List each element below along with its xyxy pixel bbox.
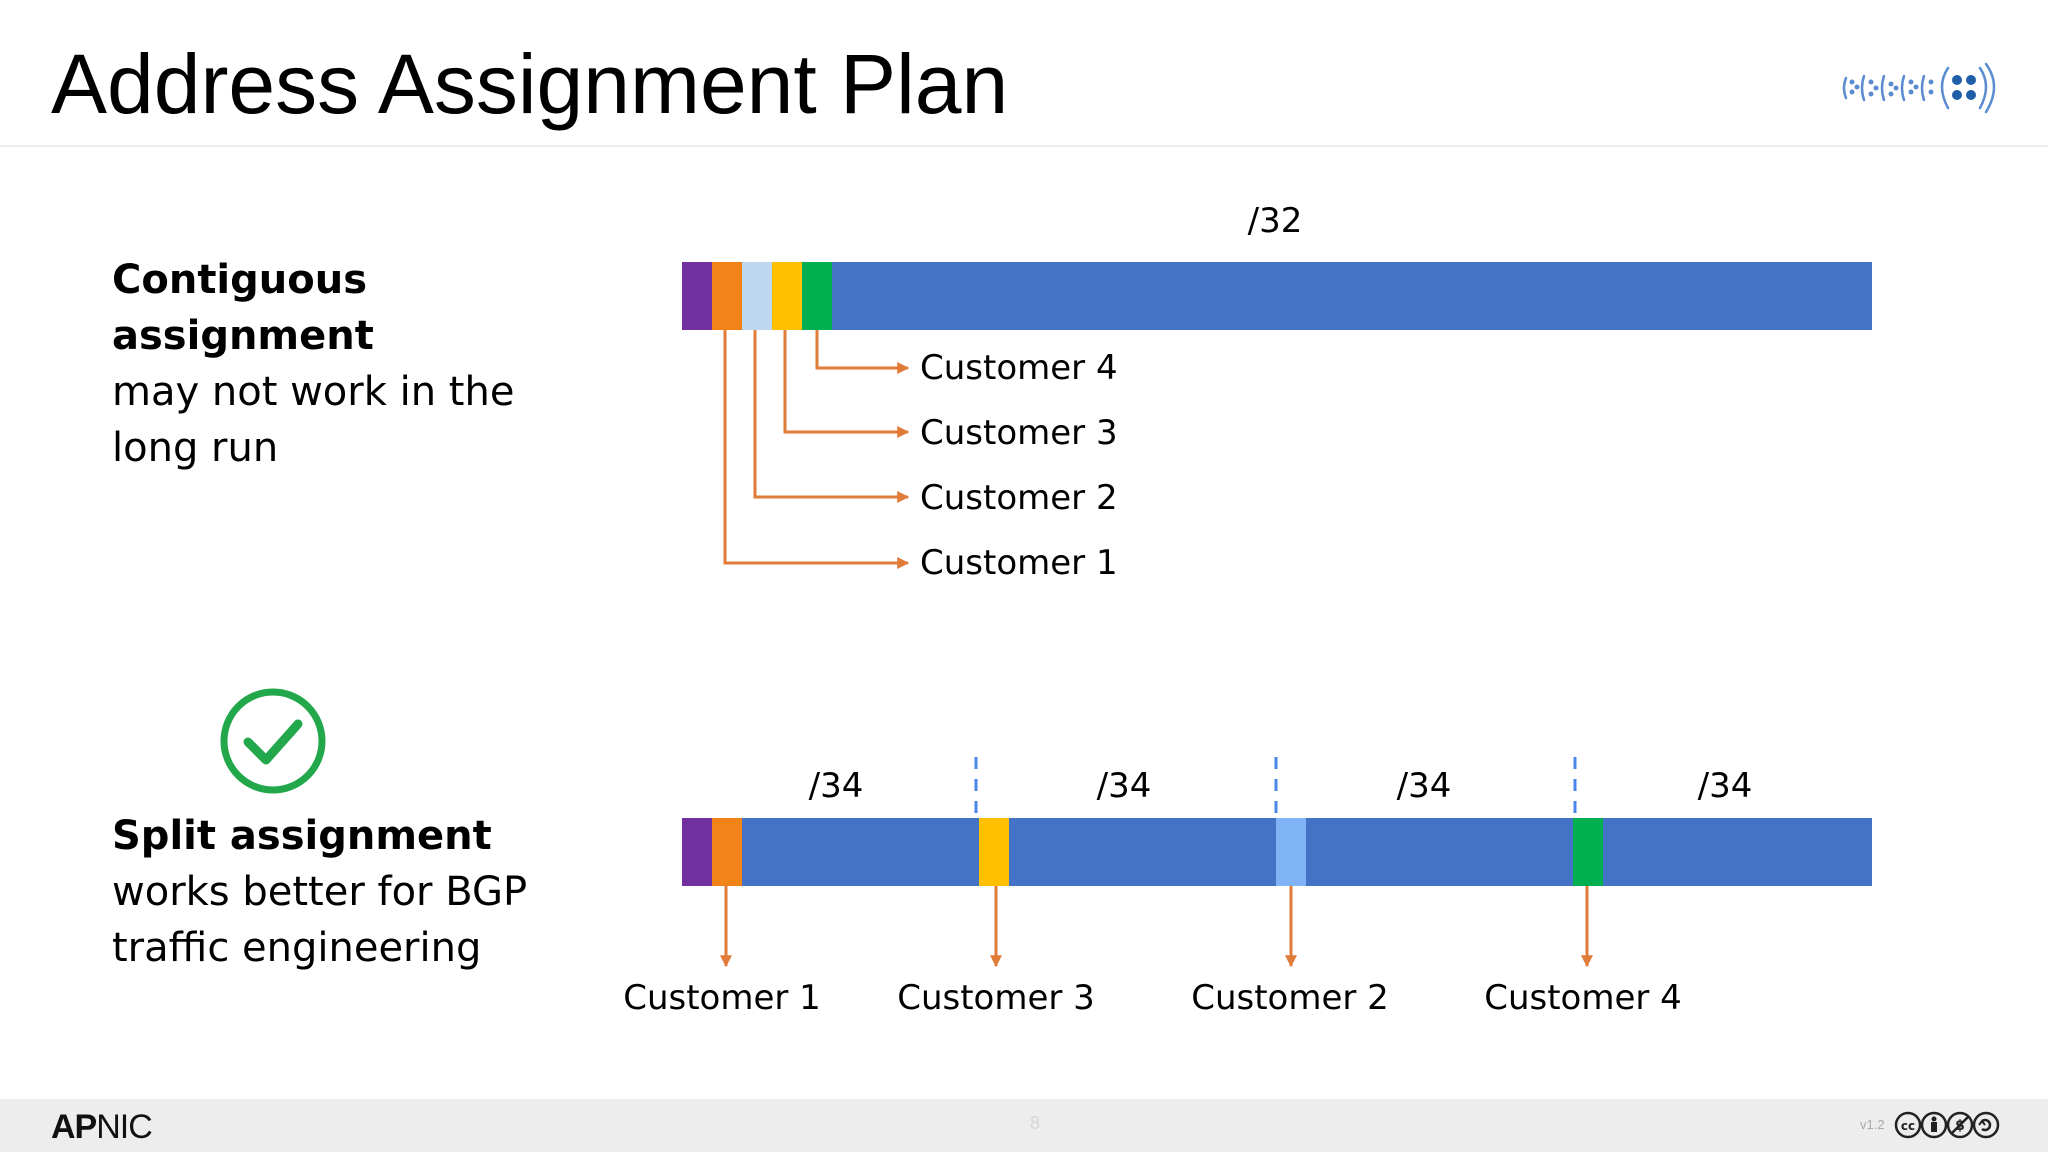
page-number: 8 xyxy=(1030,1113,1041,1133)
arrow-customer-4 xyxy=(815,330,910,374)
contiguous-customer-label: Customer 2 xyxy=(920,478,1118,518)
signal-logo-icon xyxy=(1842,62,1996,114)
split-block-customer-1 xyxy=(682,818,712,886)
contiguous-block-customer-2 xyxy=(712,262,742,330)
split-customer-label: Customer 4 xyxy=(1484,978,1682,1018)
title-divider xyxy=(0,145,2048,147)
split-block-customer-3 xyxy=(979,818,1009,886)
arrow-customer-3 xyxy=(783,330,910,438)
apnic-logo: APNIC xyxy=(51,1108,153,1146)
contiguous-bar xyxy=(682,262,1872,330)
contiguous-block-customer-3 xyxy=(742,262,772,330)
version-label: v1.2 xyxy=(1860,1117,1885,1132)
contiguous-block-customer-1 xyxy=(682,262,712,330)
prefix-label-32: /32 xyxy=(1248,201,1303,241)
contiguous-block-customer-5 xyxy=(802,262,832,330)
contiguous-customer-label: Customer 3 xyxy=(920,413,1118,453)
footer-bar: APNIC 8 v1.2 cc $ xyxy=(0,1099,2048,1152)
arrow-customer-2 xyxy=(753,330,910,503)
split-customer-label: Customer 2 xyxy=(1191,978,1389,1018)
segment-label-34: /34 xyxy=(1097,766,1152,806)
split-block-customer-4 xyxy=(1573,818,1603,886)
contiguous-heading: Contiguous assignment xyxy=(112,257,374,359)
split-description: Split assignment works better for BGP tra… xyxy=(112,808,632,976)
split-heading: Split assignment xyxy=(112,813,492,859)
creative-commons-icon: cc $ xyxy=(1894,1111,2000,1139)
contiguous-body: may not work in the long run xyxy=(112,369,515,471)
arrow-customer-1 xyxy=(723,330,910,569)
split-block-customer-1 xyxy=(712,818,742,886)
segment-label-34: /34 xyxy=(1397,766,1452,806)
page-title: Address Assignment Plan xyxy=(51,37,1009,131)
contiguous-block-customer-4 xyxy=(772,262,802,330)
split-body: works better for BGP traffic engineering xyxy=(112,869,528,971)
contiguous-customer-label: Customer 1 xyxy=(920,543,1118,583)
split-customer-label: Customer 1 xyxy=(623,978,821,1018)
svg-text:cc: cc xyxy=(1901,1119,1915,1133)
split-customer-label: Customer 3 xyxy=(897,978,1095,1018)
contiguous-customer-label: Customer 4 xyxy=(920,348,1118,388)
segment-label-34: /34 xyxy=(809,766,864,806)
split-block-customer-2 xyxy=(1276,818,1306,886)
segment-label-34: /34 xyxy=(1698,766,1753,806)
check-circle-icon xyxy=(220,688,326,794)
